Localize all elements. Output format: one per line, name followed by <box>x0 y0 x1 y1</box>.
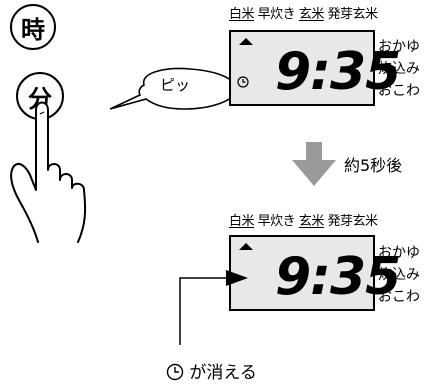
leader-line <box>179 270 248 345</box>
time-readout: 9:35 <box>275 42 401 102</box>
mode-label: おこわ <box>378 289 420 305</box>
mode-label: 早炊き <box>257 214 296 229</box>
mode-label: 発芽玄米 <box>327 214 378 229</box>
pointing-hand-illustration <box>10 101 87 243</box>
speech-bubble-text: ピッ <box>159 76 190 94</box>
lcd-display-before: 9:35 <box>229 30 401 106</box>
indicator-triangle-icon <box>239 38 253 45</box>
mode-label: 発芽玄米 <box>327 7 378 22</box>
indicator-triangle-icon <box>239 243 253 250</box>
speech-bubble <box>110 67 237 110</box>
lcd-display-after: 9:35 <box>229 235 401 311</box>
mode-label: 玄米 <box>298 214 325 229</box>
mode-label: 炊込み <box>378 267 420 283</box>
clock-icon <box>237 76 249 88</box>
mode-label: 白米 <box>229 214 255 229</box>
caption-text: が消える <box>189 363 257 383</box>
display-top-labels: 白米 早炊き 玄米 発芽玄米 <box>229 210 378 229</box>
display-top-labels: 白米 早炊き 玄米 発芽玄米 <box>229 3 378 22</box>
caption: が消える <box>166 358 257 383</box>
display-side-labels: おかゆ 炊込み おこわ <box>378 242 420 308</box>
hour-button-label: 時 <box>21 15 45 44</box>
mode-label: 玄米 <box>298 7 325 22</box>
time-readout: 9:35 <box>275 247 401 307</box>
mode-label: 炊込み <box>378 61 420 77</box>
mode-label: 白米 <box>229 7 255 22</box>
down-arrow-icon <box>292 142 336 186</box>
mode-label: おこわ <box>378 83 420 99</box>
mode-label: おかゆ <box>378 245 420 261</box>
clock-icon <box>166 363 184 381</box>
mode-label: 早炊き <box>257 7 296 22</box>
display-side-labels: おかゆ 炊込み おこわ <box>378 36 420 102</box>
hour-button[interactable]: 時 <box>10 4 56 50</box>
transition-label: 約5秒後 <box>344 156 403 175</box>
mode-label: おかゆ <box>378 39 420 55</box>
